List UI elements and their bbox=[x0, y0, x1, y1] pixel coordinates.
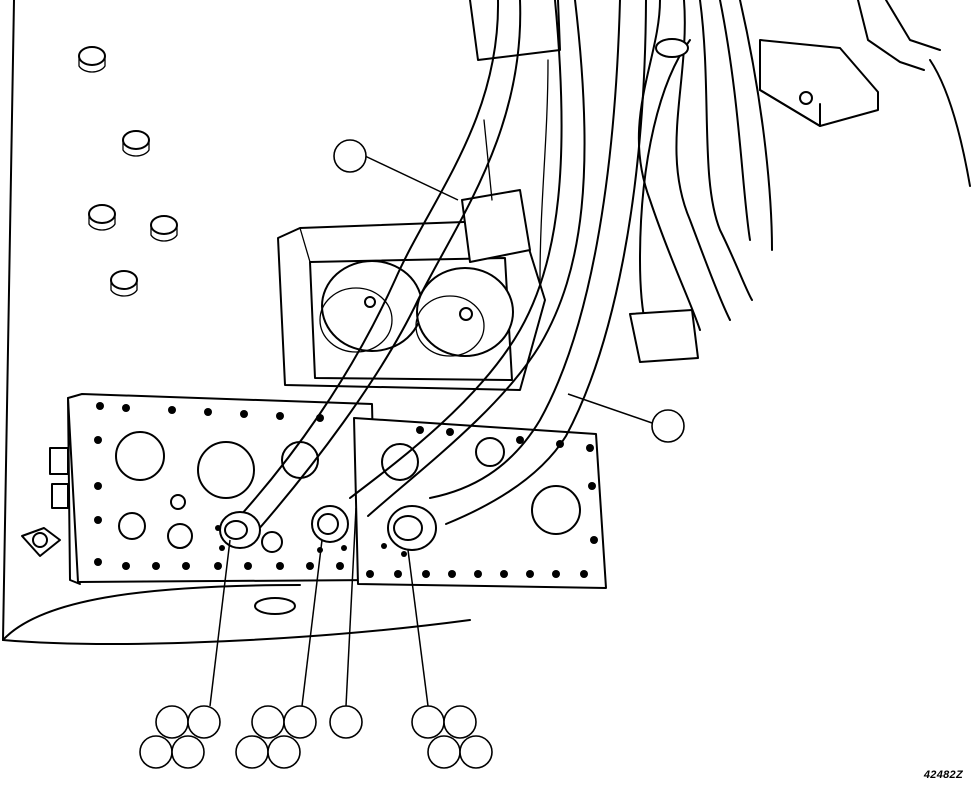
callout-balloon bbox=[171, 735, 205, 769]
callout-balloon bbox=[443, 705, 477, 739]
callout-balloon bbox=[139, 735, 173, 769]
cap-screws bbox=[78, 46, 178, 297]
motor-bracket bbox=[277, 119, 546, 391]
small-hydraulic-lines bbox=[629, 0, 773, 363]
callout-balloon bbox=[251, 705, 285, 739]
side-ports bbox=[21, 447, 69, 557]
hose-fittings bbox=[215, 505, 437, 557]
callout-balloon bbox=[235, 735, 269, 769]
callout-balloon bbox=[283, 705, 317, 739]
manifold-plate bbox=[67, 393, 607, 615]
callout-balloon bbox=[333, 139, 367, 173]
callout-balloon bbox=[267, 735, 301, 769]
callout-balloon bbox=[411, 705, 445, 739]
housing-side-panel bbox=[2, 0, 561, 645]
callout-balloon bbox=[329, 705, 363, 739]
callout-balloons bbox=[139, 139, 685, 769]
callout-balloon bbox=[187, 705, 221, 739]
callout-balloon bbox=[155, 705, 189, 739]
callout-balloon bbox=[427, 735, 461, 769]
callout-leaders bbox=[209, 155, 656, 707]
callout-balloon bbox=[651, 409, 685, 443]
figure-number: 42482Z bbox=[923, 769, 963, 781]
valve-block bbox=[759, 0, 971, 187]
callout-balloon bbox=[459, 735, 493, 769]
